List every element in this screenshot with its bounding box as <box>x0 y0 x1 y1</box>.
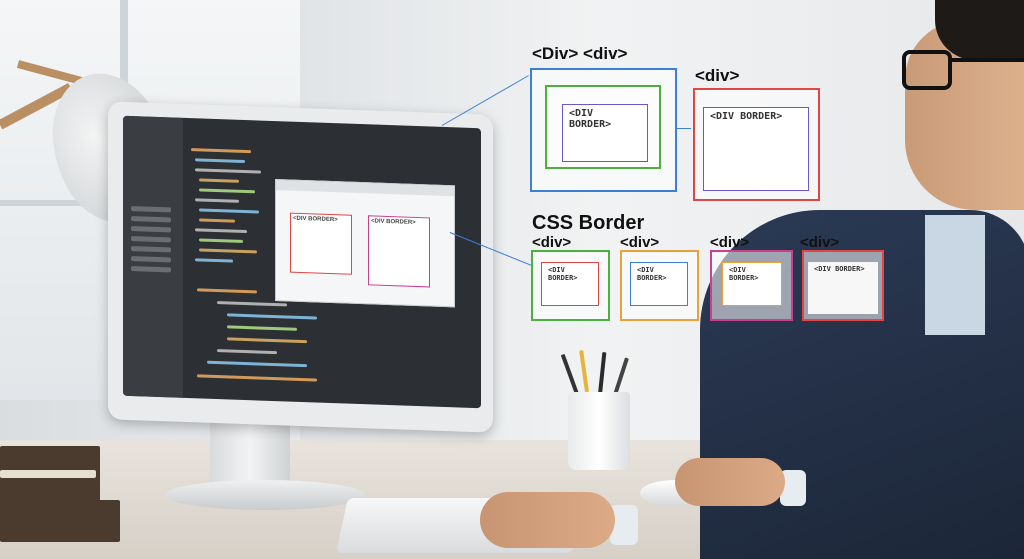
row-box-4: <DIV BORDER> <box>808 262 878 314</box>
row-box-1: <DIV BORDER> <box>541 262 599 306</box>
row-label-2: <div> <box>620 234 660 251</box>
diagram-top-right-title: <DIV BORDER> <box>710 111 783 122</box>
row-box-3-title: <DIV BORDER> <box>729 266 759 282</box>
preview-box-right-title: <DIV BORDER> <box>371 218 416 226</box>
diagram-top-left-box: <DIV BORDER> <box>562 104 648 162</box>
overlay-label-top-right: <div> <box>695 66 740 85</box>
diagram-top-right-box: <DIV BORDER> <box>703 107 809 191</box>
section-heading: CSS Border <box>532 212 645 234</box>
sidebar-item <box>131 206 171 213</box>
row-box-1-title: <DIV BORDER> <box>548 266 578 282</box>
monitor-screen: <DIV BORDER> <DIV BORDER> <box>123 115 481 409</box>
row-box-4-title: <DIV BORDER> <box>814 265 865 273</box>
left-hand <box>480 492 615 548</box>
diagram-top-left-title: <DIV BORDER> <box>569 108 612 130</box>
sidebar-item <box>131 256 171 263</box>
book-pages <box>0 470 96 478</box>
overlay-heading-top: <Div> <div> <box>532 44 628 63</box>
person-shirt <box>925 215 985 335</box>
row-label-4: <div> <box>800 234 840 251</box>
row-box-2-title: <DIV BORDER> <box>637 266 667 282</box>
sidebar-item <box>131 226 171 233</box>
person-hair <box>935 0 1024 60</box>
glasses-temple <box>948 58 1024 62</box>
right-hand <box>675 458 785 506</box>
sidebar-item <box>131 246 171 253</box>
browser-preview: <DIV BORDER> <DIV BORDER> <box>275 179 455 308</box>
editor-sidebar <box>123 115 183 398</box>
connector-arrow <box>677 128 691 129</box>
book-bottom <box>0 500 120 542</box>
sidebar-item <box>131 266 171 273</box>
sidebar-item <box>131 236 171 243</box>
shirt-cuff-left <box>610 505 638 545</box>
row-label-3: <div> <box>710 234 750 251</box>
pencil <box>560 353 579 395</box>
monitor-base <box>165 480 365 510</box>
glasses-icon <box>902 50 952 90</box>
preview-box-left-title: <DIV BORDER> <box>293 215 338 224</box>
preview-box-left: <DIV BORDER> <box>290 212 352 275</box>
monitor-stand <box>210 415 290 485</box>
code-editor-lower <box>187 288 387 405</box>
sidebar-item <box>131 216 171 223</box>
pencil <box>579 350 589 393</box>
row-box-3: <DIV BORDER> <box>722 262 782 306</box>
pencil-cup <box>568 392 630 470</box>
preview-toolbar <box>276 180 454 197</box>
pencil <box>598 352 607 395</box>
row-box-2: <DIV BORDER> <box>630 262 688 306</box>
preview-box-right: <DIV BORDER> <box>368 215 430 288</box>
row-label-1: <div> <box>532 234 572 251</box>
